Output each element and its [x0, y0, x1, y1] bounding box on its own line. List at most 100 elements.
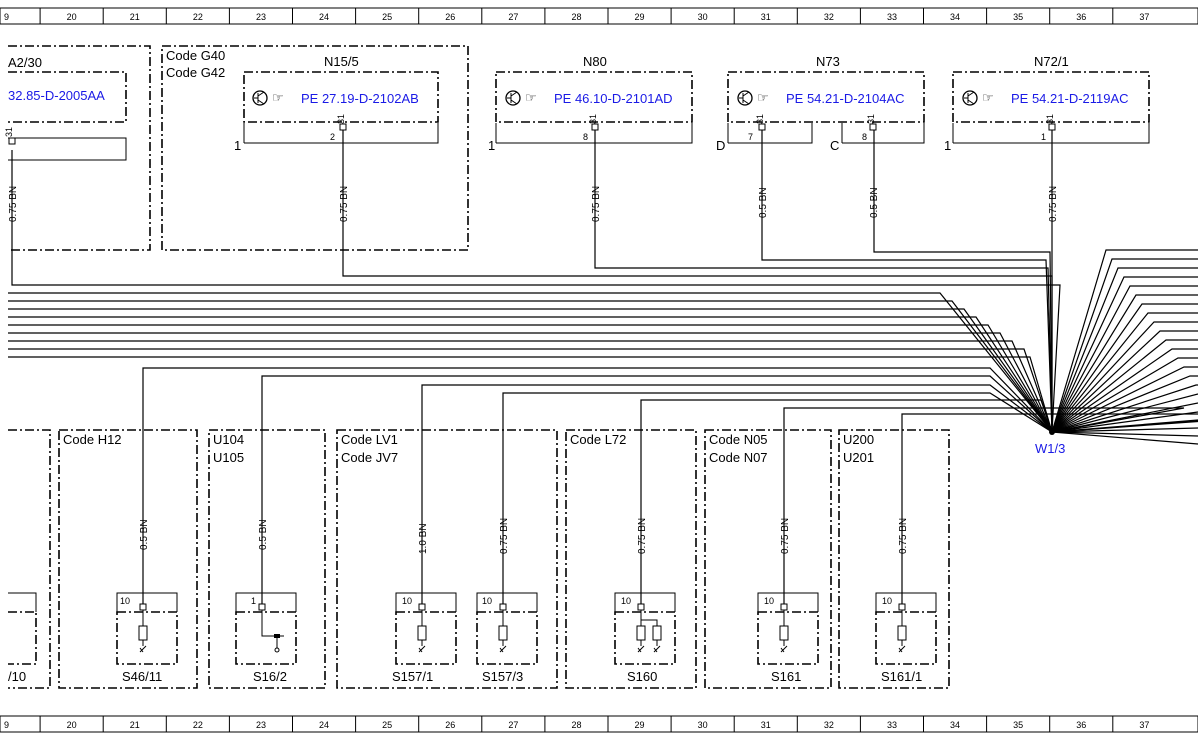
module-name: N80	[583, 54, 607, 69]
ruler-column-label: 26	[445, 12, 455, 22]
led-icon	[499, 640, 507, 653]
bus-wire	[8, 292, 1053, 433]
pin-connector	[339, 123, 347, 131]
wire-bottom-feed	[421, 384, 1053, 604]
ruler-column-label: 21	[130, 12, 140, 22]
switch-s160[interactable]: 0.75 BN 10 S160	[614, 518, 676, 684]
bus-wire	[1051, 258, 1198, 433]
wire-label: 0.75 BN	[637, 518, 648, 554]
ruler-column-label: 20	[67, 720, 77, 730]
switch-s161-1[interactable]: 0.75 BN 10 S161/1	[875, 518, 937, 684]
doc-link[interactable]: PE 27.19-D-2102AB	[301, 91, 419, 106]
code-line: Code H12	[63, 432, 122, 447]
ruler-column-label: 33	[887, 720, 897, 730]
wire-bottom-feed	[901, 413, 1198, 604]
resistor-icon	[636, 625, 646, 641]
wire-bottom-feed	[142, 367, 1053, 604]
ruler-column-label: 30	[698, 12, 708, 22]
code-line: Code L72	[570, 432, 626, 447]
pin-number: 1	[251, 596, 256, 606]
wire-n73-d	[761, 130, 1053, 433]
switch-s161[interactable]: 0.75 BN 10 S161	[757, 518, 819, 684]
wire-harness	[8, 130, 1198, 604]
pin-number: 8	[583, 132, 588, 142]
group-left: /10	[8, 429, 51, 689]
module-name: A2/30	[8, 55, 42, 70]
doc-link[interactable]: 32.85-D-2005AA	[8, 88, 105, 103]
wire-label: 0.5 BN	[258, 519, 269, 550]
ruler-column-label: 25	[382, 720, 392, 730]
pointing-hand-icon: ☞	[525, 90, 537, 105]
bus-wire	[1051, 339, 1198, 433]
pin-connector	[637, 603, 645, 611]
wire-label: 0.75 BN	[339, 186, 350, 222]
code-line: U201	[843, 450, 874, 465]
wire-label: 0.75 BN	[499, 518, 510, 554]
transistor-icon	[252, 90, 268, 106]
connector-label: D	[716, 138, 725, 153]
component-name: S161	[771, 669, 801, 684]
switch-contact	[274, 647, 280, 653]
resistor-icon	[417, 625, 427, 641]
pin-connector	[869, 123, 877, 131]
switch-housing	[476, 611, 538, 665]
wire-bottom-feed	[640, 399, 1053, 604]
ruler-column-label: 24	[319, 12, 329, 22]
switch-s157-3[interactable]: 0.75 BN 10 S157/3	[476, 518, 538, 684]
splice-point	[1049, 429, 1055, 435]
bus-wire	[1051, 366, 1198, 433]
bus-wire	[1051, 431, 1198, 437]
wire-bottom-feed	[261, 375, 1053, 604]
resistor-icon	[138, 625, 148, 641]
pin-number: 10	[621, 596, 631, 606]
wire-label: 1.0 BN	[418, 523, 429, 554]
pin-connector	[780, 603, 788, 611]
doc-link[interactable]: PE 54.21-D-2104AC	[786, 91, 905, 106]
code-line: Code JV7	[341, 450, 398, 465]
pin-number: 10	[120, 596, 130, 606]
switch-housing	[235, 611, 297, 665]
doc-link[interactable]: PE 54.21-D-2119AC	[1011, 91, 1129, 106]
switch-s16-2[interactable]: 0.5 BN 1 S16/2	[235, 519, 297, 684]
pin-label: 31	[866, 114, 876, 124]
connector-label: 1	[944, 138, 951, 153]
ruler-column-label: 31	[761, 720, 771, 730]
module-name: N73	[816, 54, 840, 69]
pin-number: 10	[482, 596, 492, 606]
code-line: U105	[213, 450, 244, 465]
component-name: /10	[8, 669, 26, 684]
bus-wire	[1051, 375, 1198, 433]
ruler-column-label: 25	[382, 12, 392, 22]
ruler-column-label: 34	[950, 720, 960, 730]
ruler-column-label: 36	[1076, 720, 1086, 730]
wire-label: 0.5 BN	[139, 519, 150, 550]
bus-wire	[1051, 249, 1198, 433]
switch-contact	[261, 610, 284, 637]
connector-label: C	[830, 138, 839, 153]
bus-wire	[1051, 285, 1198, 433]
group-u104: U104 U105	[208, 429, 326, 689]
code-line: U104	[213, 432, 244, 447]
switch-s46-11[interactable]: 0.5 BN 10 S46/11	[116, 519, 178, 684]
connector-label: 1	[234, 138, 241, 153]
bus-wire	[1051, 303, 1198, 433]
led-icon	[780, 640, 788, 653]
switch-s157-1[interactable]: 1.0 BN 10 S157/1	[392, 523, 457, 684]
component-name: S157/1	[392, 669, 433, 684]
connector-outline	[757, 592, 819, 612]
pin-number: 7	[748, 132, 753, 142]
pin-label: 31	[588, 114, 598, 124]
ruler-column-label: 35	[1013, 12, 1023, 22]
ruler-column-label: 36	[1076, 12, 1086, 22]
bus-wire	[8, 348, 1053, 433]
doc-link[interactable]: PE 46.10-D-2101AD	[554, 91, 673, 106]
code-line: Code LV1	[341, 432, 398, 447]
led-icon	[637, 640, 645, 653]
splice-link-w1-3[interactable]: W1/3	[1035, 441, 1065, 456]
switch-housing	[757, 611, 819, 665]
pin-number: 10	[402, 596, 412, 606]
ruler-column-label: 9	[4, 12, 9, 22]
wire-label: 0.75 BN	[591, 186, 602, 222]
